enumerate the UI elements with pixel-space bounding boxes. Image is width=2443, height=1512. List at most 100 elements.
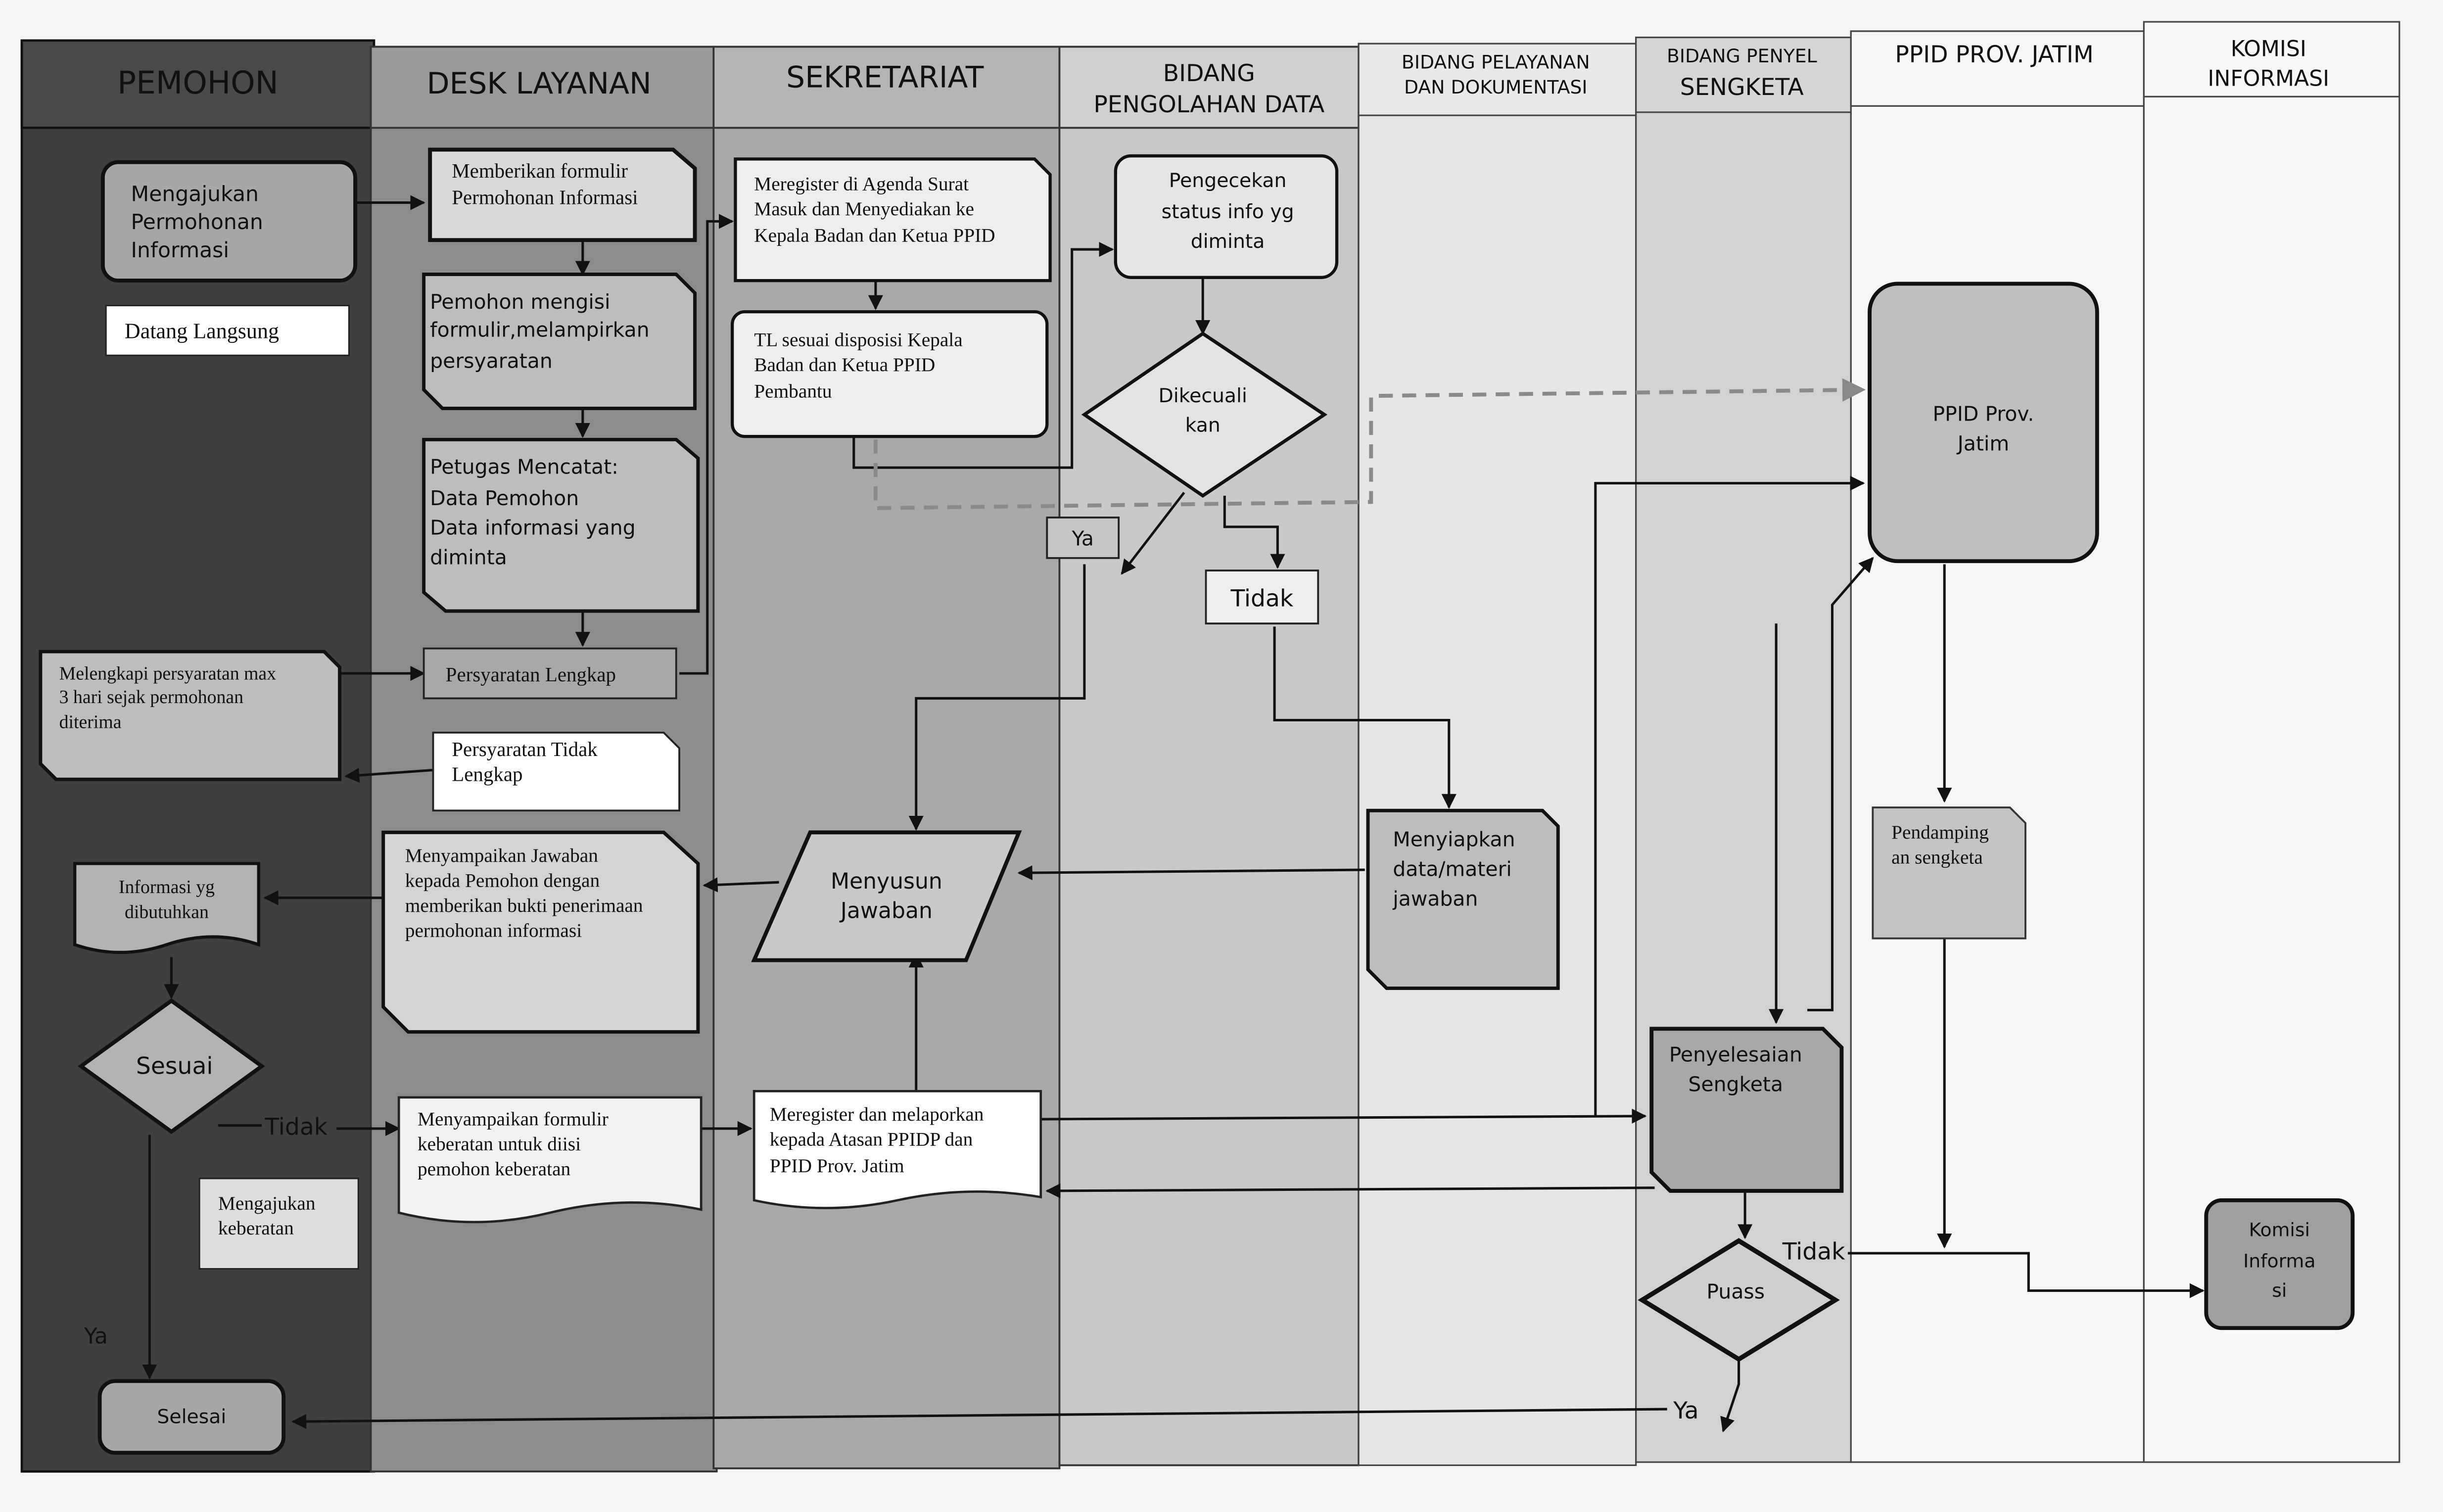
svg-text:PPID Prov.: PPID Prov. — [1932, 402, 2034, 426]
lane-title-sekretariat: SEKRETARIAT — [786, 60, 984, 94]
svg-text:Kepala Badan dan Ketua PPID: Kepala Badan dan Ketua PPID — [754, 224, 995, 246]
svg-text:Permohonan: Permohonan — [131, 210, 263, 235]
svg-text:diminta: diminta — [1191, 230, 1265, 253]
svg-text:Selesai: Selesai — [157, 1405, 226, 1428]
lane-bidang-pelayanan: BIDANG PELAYANAN DAN DOKUMENTASI — [1358, 43, 1637, 1466]
node-dikecualikan-decision: Dikecuali kan — [1081, 331, 1328, 498]
lane-title-bidang-2: PENGOLAHAN DATA — [1093, 91, 1324, 118]
svg-text:formulir,melampirkan: formulir,melampirkan — [430, 318, 650, 342]
svg-text:Puass: Puass — [1706, 1279, 1765, 1303]
node-selesai: Selesai — [97, 1379, 286, 1455]
svg-text:jawaban: jawaban — [1392, 887, 1478, 910]
arrow-puass-komisi — [1847, 1252, 2205, 1298]
svg-text:memberikan bukti penerimaan: memberikan bukti penerimaan — [405, 895, 643, 916]
dashed-arrow-to-ppid — [873, 378, 1866, 511]
node-pengecekan-status: Pengecekan status info yg diminta — [1114, 154, 1339, 279]
svg-text:dibutuhkan: dibutuhkan — [125, 902, 209, 923]
node-mengajukan-permohonan: Mengajukan Permohonan Informasi — [100, 160, 357, 283]
arrow-penyelesaian-meregister — [1045, 1183, 1655, 1198]
svg-text:Permohonan Informasi: Permohonan Informasi — [452, 187, 638, 209]
svg-text:permohonan informasi: permohonan informasi — [405, 919, 582, 941]
svg-text:Pemohon mengisi: Pemohon mengisi — [430, 290, 610, 314]
arrow-penyelesaian-ppid — [1807, 557, 1874, 1012]
svg-text:Datang Langsung: Datang Langsung — [125, 319, 279, 343]
lane-sekretariat: SEKRETARIAT — [712, 46, 1061, 1469]
svg-text:Masuk dan Menyediakan ke: Masuk dan Menyediakan ke — [754, 198, 974, 220]
lane-title-komisi-2: INFORMASI — [2208, 66, 2329, 91]
svg-text:Persyaratan Tidak: Persyaratan Tidak — [452, 738, 598, 760]
svg-text:Data informasi yang: Data informasi yang — [430, 516, 635, 540]
arrow-ya-selesai — [291, 1408, 1667, 1429]
svg-text:diterima: diterima — [59, 711, 122, 732]
svg-text:pemohon keberatan: pemohon keberatan — [418, 1158, 571, 1180]
svg-text:kan: kan — [1185, 414, 1221, 437]
svg-text:diminta: diminta — [430, 545, 507, 569]
lane-bidang-pengolahan: BIDANG PENGOLAHAN DATA — [1058, 46, 1360, 1466]
svg-text:kepada Atasan PPIDP dan: kepada Atasan PPIDP dan — [770, 1129, 973, 1150]
svg-text:keberatan: keberatan — [218, 1217, 294, 1239]
node-ppid-prov-jatim: PPID Prov. Jatim — [1868, 282, 2099, 564]
arrow-menyusun-menyampaikan — [703, 877, 779, 893]
node-komisi-informasi: Komisi Informa si — [2204, 1198, 2355, 1330]
node-pemohon-mengisi: Pemohon mengisi formulir,melampirkan per… — [422, 273, 697, 410]
node-mengajukan-keberatan: Mengajukan keberatan — [198, 1178, 359, 1270]
lane-title-bidang-1: BIDANG — [1163, 60, 1255, 87]
svg-text:an sengketa: an sengketa — [1891, 846, 1983, 868]
node-tidak-label: Tidak — [1205, 569, 1319, 625]
svg-text:Informasi yg: Informasi yg — [119, 877, 215, 898]
node-menyampaikan-formulir-keberatan: Menyampaikan formulir keberatan untuk di… — [397, 1096, 703, 1224]
svg-text:Mengajukan: Mengajukan — [218, 1192, 316, 1214]
node-menyiapkan-data: Menyiapkan data/materi jawaban — [1366, 808, 1560, 990]
svg-text:Petugas Mencatat:: Petugas Mencatat: — [430, 455, 618, 479]
node-ya-label: Ya — [1046, 517, 1120, 559]
svg-text:3 hari sejak permohonan: 3 hari sejak permohonan — [59, 687, 243, 708]
arrow-tidak-menyiapkan — [1273, 626, 1456, 809]
label-ya-puass: Ya — [1673, 1397, 1698, 1424]
label-tidak-puass: Tidak — [1782, 1238, 1845, 1266]
node-datang-langsung: Datang Langsung — [105, 304, 350, 356]
svg-text:Ya: Ya — [1071, 527, 1093, 551]
node-meregister-agenda: Meregister di Agenda Surat Masuk dan Men… — [734, 157, 1052, 283]
label-tidak-sesuai: Tidak — [264, 1114, 328, 1141]
lane-title-desk-layanan: DESK LAYANAN — [427, 66, 652, 101]
svg-text:Menyiapkan: Menyiapkan — [1393, 828, 1515, 851]
lane-title-sengketa-2: SENGKETA — [1680, 74, 1804, 101]
svg-text:Jawaban: Jawaban — [839, 898, 933, 924]
svg-text:Pengecekan: Pengecekan — [1169, 169, 1287, 192]
arrow-meregister-penyelesaian — [1040, 1108, 1647, 1124]
svg-text:Pendamping: Pendamping — [1891, 821, 1989, 843]
svg-text:keberatan untuk diisi: keberatan untuk diisi — [418, 1133, 581, 1155]
svg-text:Badan dan Ketua PPID: Badan dan Ketua PPID — [754, 354, 935, 376]
svg-text:persyaratan: persyaratan — [430, 349, 553, 373]
arrow-lengkap-meregister — [679, 214, 734, 675]
svg-text:Informasi: Informasi — [131, 238, 230, 263]
svg-text:Persyaratan Lengkap: Persyaratan Lengkap — [446, 663, 616, 686]
node-penyelesaian-sengketa: Penyelesaian Sengketa — [1649, 1027, 1844, 1193]
arrow-dikecualikan-ya — [1121, 492, 1185, 575]
svg-text:Mengajukan: Mengajukan — [131, 182, 259, 206]
svg-text:data/materi: data/materi — [1393, 857, 1511, 881]
svg-text:Informa: Informa — [2243, 1250, 2315, 1272]
node-pendampingan-sengketa: Pendamping an sengketa — [1872, 806, 2026, 940]
svg-text:Sesuai: Sesuai — [136, 1053, 213, 1080]
lane-title-pelayanan-2: DAN DOKUMENTASI — [1404, 76, 1588, 98]
arrow-dikecualikan-tidak — [1223, 495, 1285, 569]
node-informasi-dibutuhkan: Informasi yg dibutuhkan — [73, 862, 260, 954]
node-tl-sesuai-disposisi: TL sesuai disposisi Kepala Badan dan Ket… — [730, 310, 1049, 438]
arrow-ya-menyusun — [908, 564, 1086, 831]
node-persyaratan-lengkap: Persyaratan Lengkap — [423, 647, 677, 700]
svg-text:Memberikan formulir: Memberikan formulir — [452, 160, 628, 182]
svg-text:Lengkap: Lengkap — [452, 763, 522, 785]
lane-title-ppid: PPID PROV. JATIM — [1895, 41, 2093, 68]
node-meregister-melaporkan: Meregister dan melaporkan kepada Atasan … — [752, 1089, 1042, 1210]
svg-text:Komisi: Komisi — [2249, 1219, 2310, 1240]
svg-text:TL sesuai disposisi Kepala: TL sesuai disposisi Kepala — [754, 329, 962, 350]
svg-text:Data Pemohon: Data Pemohon — [430, 486, 579, 510]
svg-text:Jatim: Jatim — [1956, 431, 2009, 455]
svg-text:si: si — [2272, 1279, 2287, 1301]
lane-title-pelayanan-1: BIDANG PELAYANAN — [1402, 51, 1590, 73]
node-memberikan-formulir: Memberikan formulir Permohonan Informasi — [428, 147, 697, 242]
svg-text:kepada Pemohon dengan: kepada Pemohon dengan — [405, 870, 600, 892]
